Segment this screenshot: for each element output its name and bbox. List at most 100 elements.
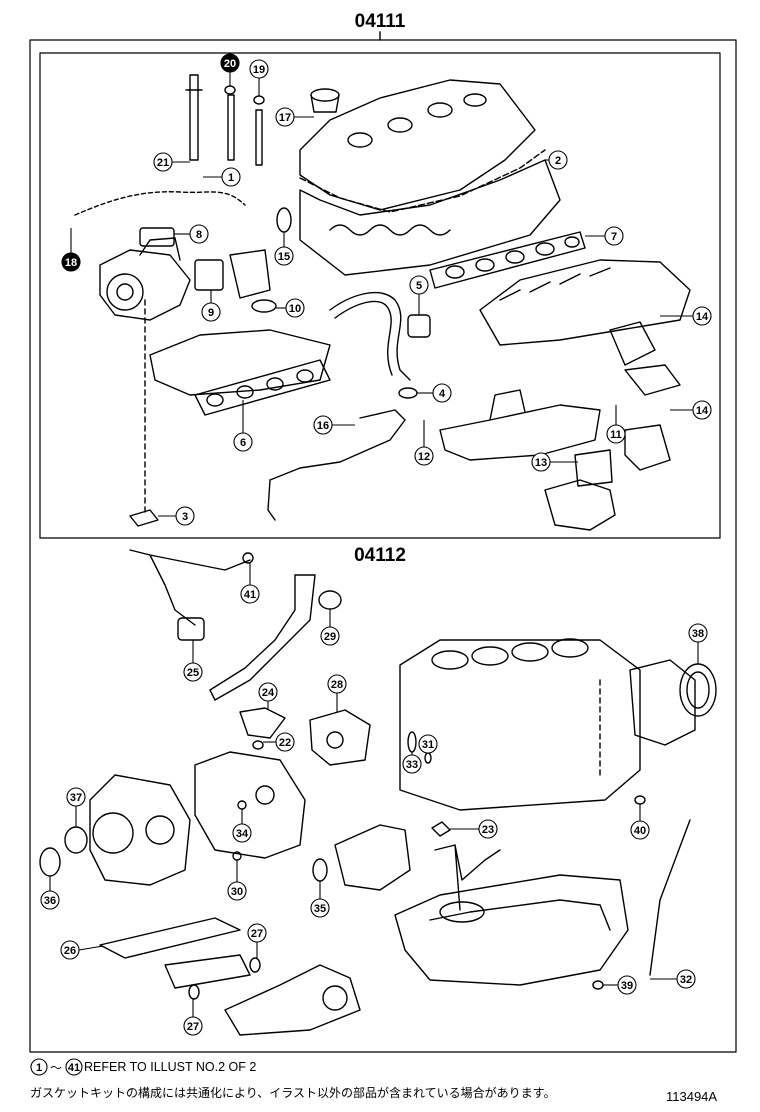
timing-cover-outer: [89, 774, 191, 886]
svg-text:12: 12: [418, 451, 430, 463]
oil-seal-36: [39, 847, 61, 877]
o-ring-27b: [188, 984, 200, 1000]
group-code-lower: 04112: [354, 545, 406, 566]
group-code-upper: 04111: [355, 11, 406, 32]
callout-22: 22: [263, 732, 295, 752]
svg-text:36: 36: [44, 895, 56, 907]
gasket-31: [424, 752, 432, 764]
oil-strainer: [434, 844, 501, 911]
gasket-3: [129, 509, 159, 527]
note-range-start: 1: [36, 1062, 42, 1074]
callout-33: 33: [402, 752, 422, 774]
gasket-23: [431, 821, 451, 837]
svg-text:34: 34: [236, 828, 249, 840]
svg-text:30: 30: [231, 886, 243, 898]
svg-text:26: 26: [64, 945, 76, 957]
svg-text:2: 2: [555, 155, 561, 167]
throttle-body: [544, 479, 616, 531]
svg-text:39: 39: [621, 980, 633, 992]
svg-text:24: 24: [262, 687, 275, 699]
note-japanese-text: ガスケットキットの構成には共通化により、イラスト以外の部品が含まれている場合があ…: [30, 1086, 556, 1100]
gasket-39: [592, 980, 604, 990]
injector: [185, 74, 203, 161]
callout-38: 38: [688, 623, 708, 664]
svg-text:14: 14: [696, 405, 709, 417]
rear-seal-retainer: [629, 659, 696, 746]
turbo-gasket-square: [194, 259, 224, 291]
gasket-34: [237, 800, 247, 810]
exhaust-manifold: [149, 329, 331, 396]
callout-6: 6: [233, 400, 253, 452]
svg-text:35: 35: [314, 903, 326, 915]
callout-41: 41: [240, 563, 260, 604]
turbo-gasket-small: [139, 227, 175, 247]
gasket-15: [276, 207, 292, 233]
svg-text:9: 9: [208, 307, 214, 319]
gasket-41: [242, 552, 254, 564]
callout-10: 10: [276, 298, 305, 318]
callout-40: 40: [630, 804, 650, 840]
svg-text:18: 18: [65, 257, 77, 269]
callout-30: 30: [227, 860, 247, 901]
svg-text:16: 16: [317, 420, 329, 432]
callout-18: 18: [61, 228, 81, 272]
callout-31: 31: [418, 734, 438, 754]
oil-filter-bracket: [224, 964, 361, 1036]
svg-text:13: 13: [535, 457, 547, 469]
svg-text:38: 38: [692, 628, 704, 640]
svg-text:37: 37: [70, 792, 82, 804]
callout-2: 2: [545, 150, 568, 170]
illustration-id: 113494A: [666, 1089, 718, 1104]
exhaust-manifold-gasket: [194, 359, 331, 416]
gasket-33: [407, 731, 417, 753]
turbocharger: [99, 249, 191, 321]
callout-14b: 14: [670, 400, 712, 420]
water-outlet: [624, 424, 671, 471]
callout-20: 20: [220, 53, 240, 86]
callout-34: 34: [232, 809, 252, 843]
timing-cover-inner: [194, 751, 306, 859]
svg-text:21: 21: [157, 157, 169, 169]
o-ring-27a: [249, 957, 261, 973]
gasket-4: [398, 387, 418, 399]
callout-14a: 14: [660, 306, 712, 326]
callout-5: 5: [409, 275, 429, 315]
svg-text:27: 27: [251, 928, 263, 940]
oil-cooler: [164, 954, 251, 989]
svg-text:10: 10: [289, 303, 301, 315]
svg-text:19: 19: [253, 64, 265, 76]
egr-gasket: [574, 449, 613, 487]
callout-28: 28: [327, 674, 347, 712]
svg-text:6: 6: [240, 437, 246, 449]
svg-text:5: 5: [416, 280, 422, 292]
oil-dipstick: [649, 819, 691, 976]
injection-pump: [334, 824, 411, 891]
outer-frame: [29, 39, 737, 1053]
note-range-sep: ～: [50, 1061, 62, 1075]
svg-text:23: 23: [482, 824, 494, 836]
gasket-40: [634, 795, 646, 805]
cylinder-block: [399, 639, 641, 811]
head-cover-gasket: [299, 149, 546, 213]
svg-text:7: 7: [611, 231, 617, 243]
svg-text:25: 25: [187, 667, 199, 679]
svg-text:20: 20: [224, 58, 236, 70]
water-pipe-lower: [209, 574, 316, 701]
gasket-24: [239, 707, 286, 739]
callout-15: 15: [274, 232, 294, 266]
upper-group-frame: [39, 52, 721, 539]
callout-1: 1: [203, 167, 241, 187]
cylinder-head-cover: [299, 79, 536, 211]
svg-text:11: 11: [610, 429, 622, 441]
callout-32: 32: [650, 969, 696, 989]
oil-pan: [394, 874, 629, 986]
water-pipe: [329, 291, 411, 381]
callout-7: 7: [585, 226, 624, 246]
note-reference-text: REFER TO ILLUST NO.2 OF 2: [84, 1060, 257, 1074]
svg-text:33: 33: [406, 759, 418, 771]
intake-manifold-gasket: [429, 231, 586, 289]
svg-text:8: 8: [196, 229, 202, 241]
svg-text:15: 15: [278, 251, 290, 263]
svg-text:3: 3: [182, 511, 188, 523]
